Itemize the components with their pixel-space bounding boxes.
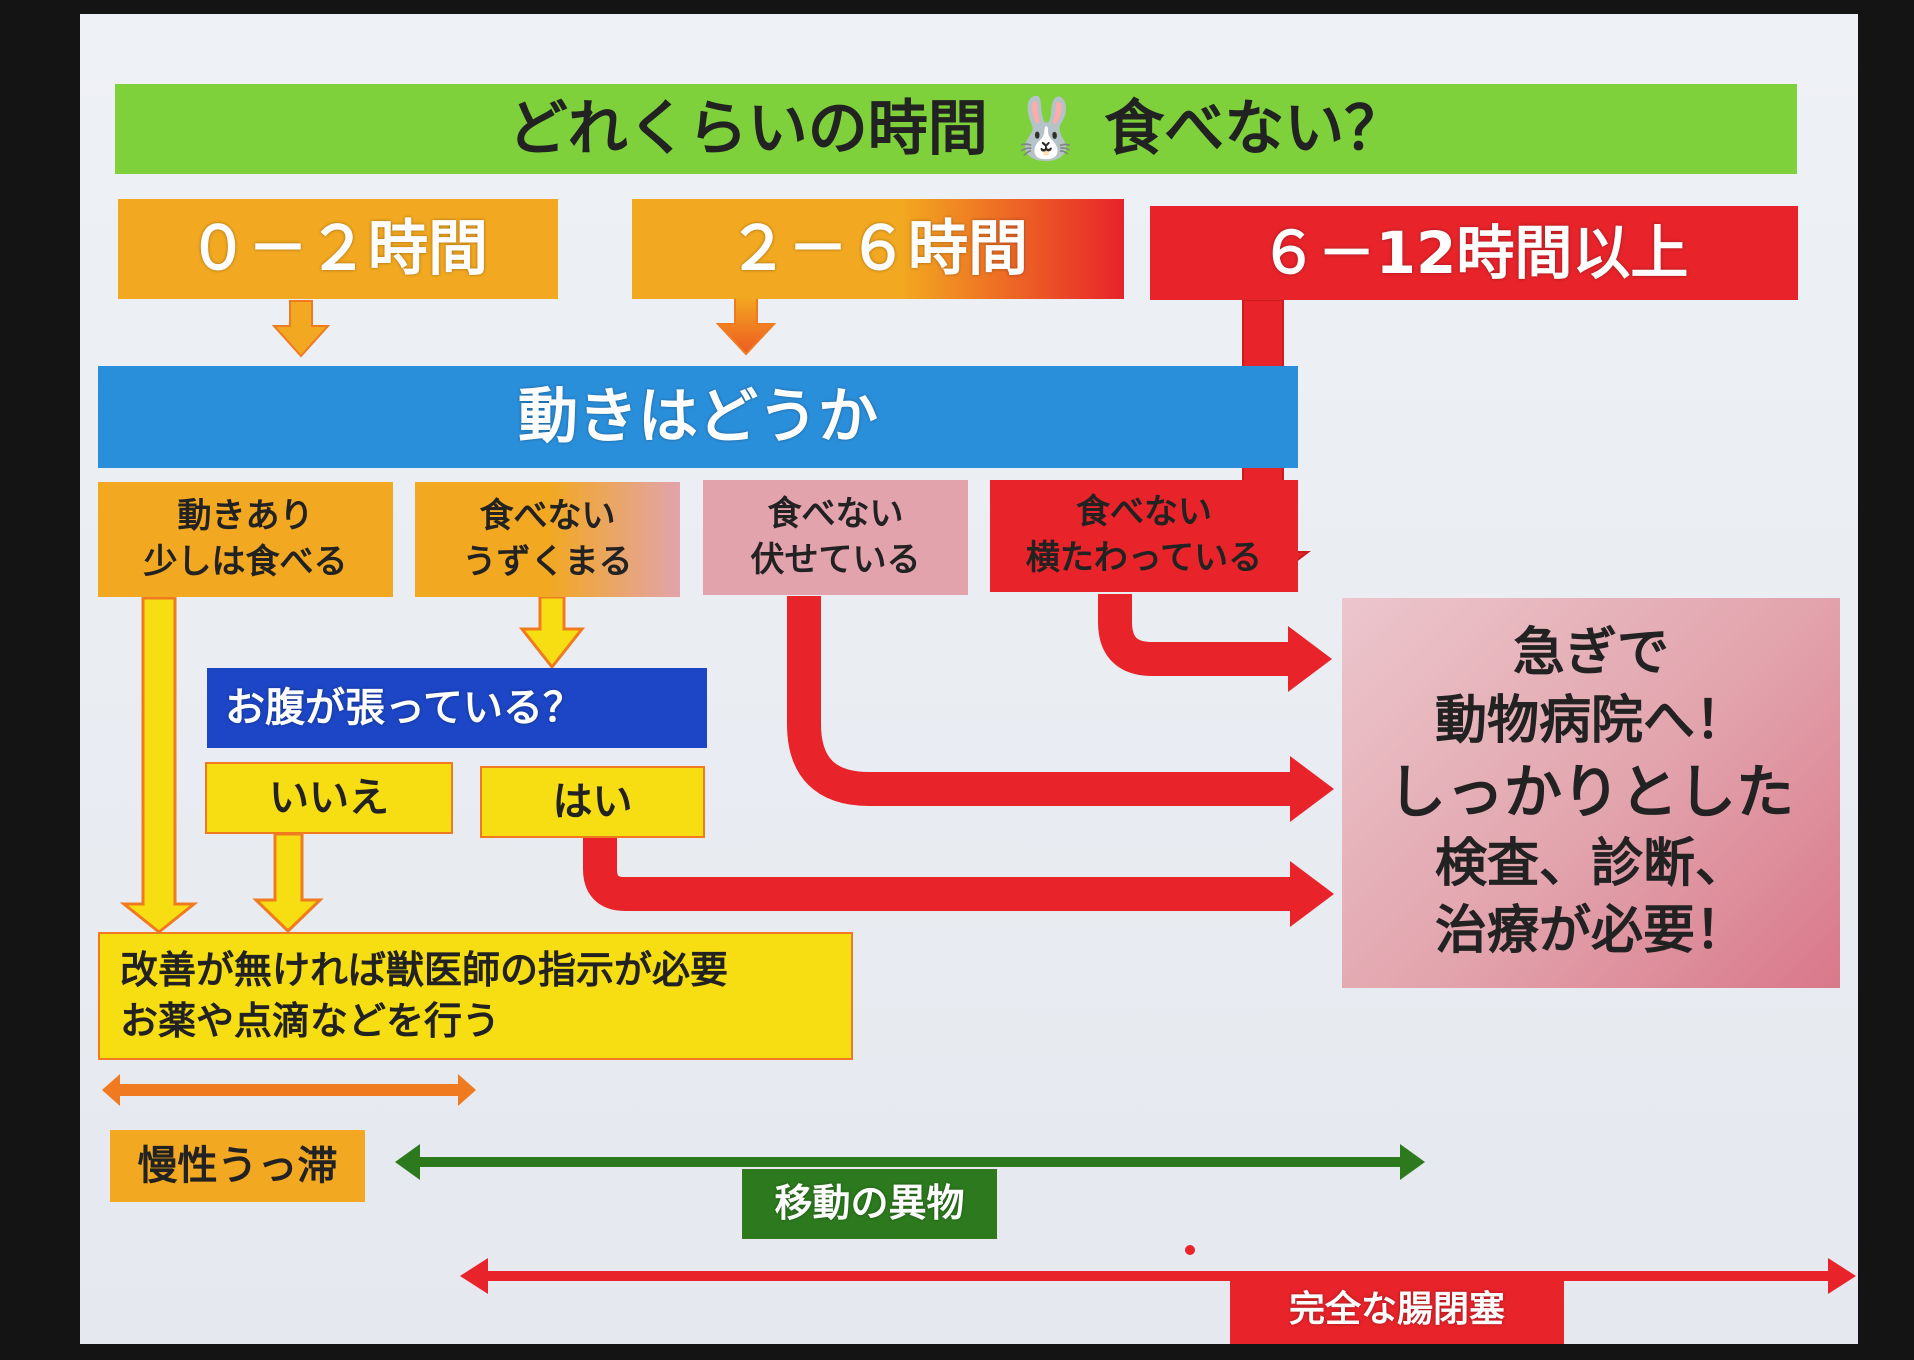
double-arrow-icon	[460, 1258, 1856, 1294]
answer-no: いいえ	[205, 762, 453, 834]
mild-result-line: お薬や点滴などを行う	[120, 999, 501, 1043]
time-range-label: ２－６時間	[728, 213, 1028, 284]
condition-label: 慢性うっ滞	[137, 1143, 338, 1189]
state-line: 横たわっている	[1025, 538, 1263, 578]
arrow-down-icon	[715, 296, 777, 356]
arrow-down-icon	[119, 596, 199, 934]
page-title: どれくらいの時間 🐰 食べない？	[507, 93, 1405, 164]
arrow-right-icon	[787, 596, 1292, 806]
state-line: 食べない	[1076, 492, 1212, 533]
state-moving: 動きあり 少しは食べる	[98, 482, 393, 597]
time-range-label: ６－12時間以上	[1259, 218, 1689, 287]
arrow-right-icon	[1098, 594, 1290, 676]
state-lying-side: 食べない 横たわっている	[990, 480, 1298, 592]
bloating-question-label: お腹が張っている？	[225, 685, 583, 731]
state-line: 伏せている	[750, 539, 921, 580]
urgent-result: 急ぎで 動物病院へ！ しっかりとした 検査、診断、 治療が必要！	[1342, 598, 1840, 988]
condition-label: 完全な腸閉塞	[1288, 1288, 1505, 1330]
state-crouching: 食べない うずくまる	[415, 482, 680, 597]
movement-header: 動きはどうか	[98, 366, 1298, 468]
urgent-result-line: しっかりとした	[1387, 758, 1794, 827]
state-line: うずくまる	[462, 541, 633, 582]
answer-label: はい	[552, 779, 633, 825]
answer-label: いいえ	[269, 775, 389, 821]
condition-complete-obstruction: 完全な腸閉塞	[1230, 1276, 1564, 1344]
state-lying-prone: 食べない 伏せている	[703, 480, 968, 595]
slide: どれくらいの時間 🐰 食べない？ ０－２時間 ２－６時間 ６－12時間以上 動き…	[80, 14, 1858, 1344]
double-arrow-icon	[102, 1074, 476, 1106]
time-range-2-6: ２－６時間	[632, 199, 1124, 299]
mild-result: 改善が無ければ獣医師の指示が必要 お薬や点滴などを行う	[98, 932, 853, 1060]
time-range-label: ０－２時間	[188, 213, 488, 284]
time-range-6-12: ６－12時間以上	[1150, 206, 1798, 300]
mild-result-line: 改善が無ければ獣医師の指示が必要	[120, 947, 729, 992]
state-line: 動きあり	[177, 495, 314, 536]
arrow-down-icon	[252, 832, 324, 934]
connector-arrows	[102, 296, 1856, 1294]
urgent-result-line: 急ぎで	[1512, 623, 1669, 684]
answer-yes: はい	[480, 766, 705, 838]
double-arrow-icon	[395, 1144, 1425, 1180]
movement-header-label: 動きはどうか	[518, 381, 878, 452]
arrow-down-icon	[271, 300, 331, 358]
arrow-down-icon	[518, 595, 586, 670]
title-banner: どれくらいの時間 🐰 食べない？	[115, 84, 1797, 174]
condition-moving-foreign: 移動の異物	[742, 1169, 997, 1239]
arrow-right-icon	[583, 838, 1292, 911]
urgent-result-line: 治療が必要！	[1434, 901, 1747, 962]
condition-label: 移動の異物	[774, 1181, 965, 1226]
urgent-result-line: 検査、診断、	[1434, 833, 1747, 894]
urgent-result-line: 動物病院へ！	[1434, 690, 1747, 751]
bloating-question: お腹が張っている？	[207, 668, 707, 748]
state-line: 食べない	[767, 493, 904, 534]
state-line: 少しは食べる	[143, 541, 348, 582]
condition-chronic: 慢性うっ滞	[110, 1130, 365, 1202]
state-line: 食べない	[479, 495, 616, 536]
time-range-0-2: ０－２時間	[118, 199, 558, 299]
